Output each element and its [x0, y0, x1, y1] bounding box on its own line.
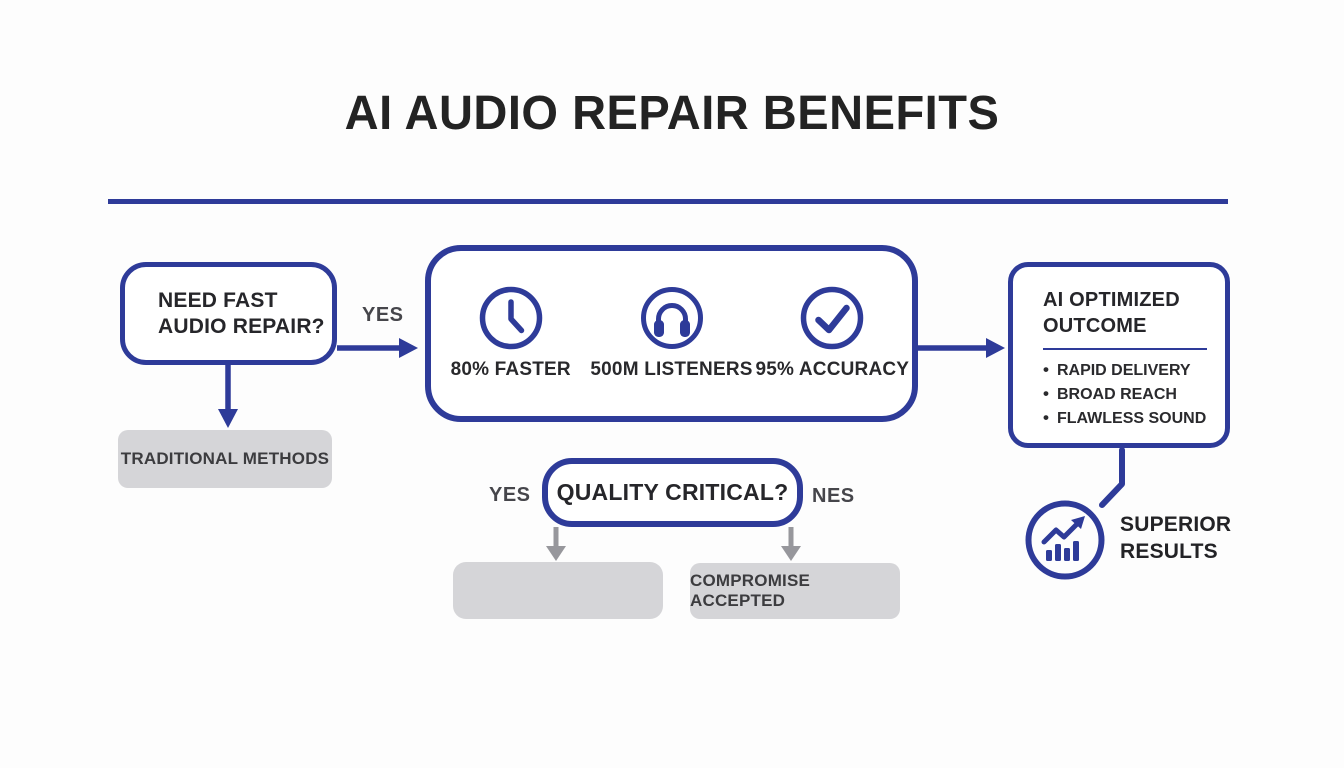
yes-edge-label-start: YES [362, 304, 404, 326]
stat-faster-label: 80% FASTER [450, 359, 571, 380]
title-divider [108, 199, 1228, 204]
arrow-start-to-traditional [218, 365, 238, 428]
outcome-bullet-rapid-delivery: RAPID DELIVERY [1043, 358, 1225, 382]
outcome-title-line-1: AI OPTIMIZED [1043, 289, 1180, 311]
outcome-bullet-list: RAPID DELIVERY BROAD REACH FLAWLESS SOUN… [1043, 358, 1225, 430]
stat-listeners-label: 500M LISTENERS [590, 359, 753, 380]
nes-edge-label-quality: NES [812, 485, 855, 507]
stat-faster: 80% FASTER [431, 284, 590, 381]
page-title: AI AUDIO REPAIR BENEFITS [344, 87, 1000, 140]
arrow-start-to-benefits [337, 338, 418, 358]
stat-listeners: 500M LISTENERS [590, 284, 752, 381]
outcome-box: AI OPTIMIZED OUTCOME RAPID DELIVERY BROA… [1008, 262, 1230, 448]
headphones-icon [640, 287, 703, 349]
outcome-bullet-broad-reach: BROAD REACH [1043, 382, 1225, 406]
checkmark-icon [801, 286, 864, 350]
superior-results-label: SUPERIOR RESULTS [1120, 511, 1231, 565]
quality-yes-outcome-box [453, 562, 663, 619]
benefits-box: 80% FASTER 500M LISTENERS 95% ACCURACY [425, 245, 918, 422]
result-line-1: SUPERIOR [1120, 513, 1232, 536]
outcome-divider [1043, 348, 1207, 350]
start-line-1: NEED FAST [158, 288, 278, 312]
growth-chart-icon [1025, 500, 1105, 580]
traditional-methods-box: TRADITIONAL METHODS [118, 430, 332, 488]
arrow-benefits-to-outcome [918, 338, 1005, 358]
arrow-quality-no [781, 527, 801, 561]
traditional-methods-label: TRADITIONAL METHODS [120, 449, 330, 468]
outcome-bullet-flawless-sound: FLAWLESS SOUND [1043, 406, 1225, 430]
quality-no-outcome-box: COMPROMISE ACCEPTED [690, 563, 900, 619]
arrow-quality-yes [546, 527, 566, 561]
clock-icon [479, 286, 542, 350]
yes-edge-label-quality: YES [489, 484, 531, 506]
start-decision-text: NEED FAST AUDIO REPAIR? [158, 288, 325, 340]
quality-no-outcome-label: COMPROMISE ACCEPTED [690, 571, 811, 610]
quality-question-label: QUALITY CRITICAL? [556, 479, 789, 505]
quality-decision-box: QUALITY CRITICAL? [542, 458, 803, 527]
start-line-2: AUDIO REPAIR? [158, 314, 325, 338]
outcome-title-line-2: OUTCOME [1043, 315, 1147, 337]
stat-accuracy: 95% ACCURACY [753, 284, 912, 381]
stat-accuracy-label: 95% ACCURACY [755, 359, 910, 380]
result-line-2: RESULTS [1120, 540, 1218, 563]
start-decision-box: NEED FAST AUDIO REPAIR? [120, 262, 337, 365]
outcome-title: AI OPTIMIZED OUTCOME [1043, 287, 1225, 339]
connector-outcome-to-result [1099, 447, 1125, 508]
